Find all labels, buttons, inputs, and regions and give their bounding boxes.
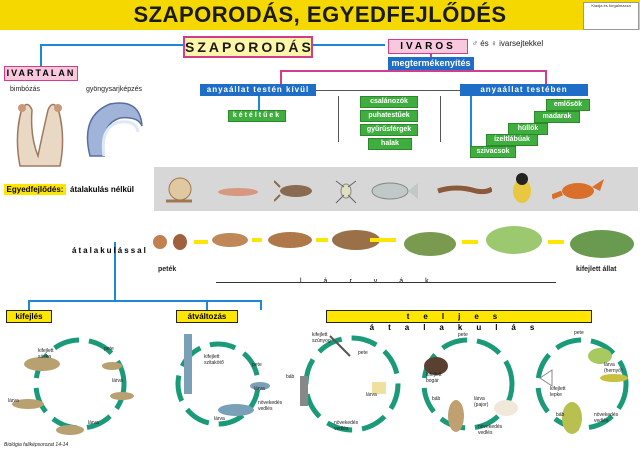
group-halak: halak (368, 138, 412, 150)
connector-line (40, 44, 183, 46)
szaporodas-box: SZAPORODÁS (183, 36, 313, 58)
belul-box: anyaállat testében (460, 84, 588, 96)
c2-l1-label: lárva (254, 386, 265, 392)
sponge-illustration (86, 102, 143, 157)
hydra-illustration (16, 103, 64, 167)
c2-l2-label: lárva (214, 416, 225, 422)
c4-adult-label: kifejlett bogár (426, 372, 442, 384)
larvak-label: lárvák (300, 278, 451, 285)
bimbozas-label: bimbózás (10, 86, 40, 93)
connector-line (338, 96, 339, 142)
c5-egg-label: pete (574, 330, 584, 336)
group-emlosok: emlősök (546, 99, 590, 111)
c4-growth-label: növekedés vedlés (478, 424, 503, 436)
sexual-note: ♂ és ♀ ivarsejtekkel (472, 39, 544, 48)
c2-growth-label: növekedés vedlés (258, 400, 283, 412)
connector-line (545, 70, 547, 84)
life-cycle-diagrams (12, 334, 629, 435)
snail-illustration (166, 177, 192, 203)
c1-l1-label: lárva (112, 378, 123, 384)
fish-illustration (371, 182, 418, 200)
c2-adult-label: kifejlett szitakötő (204, 354, 224, 366)
c5-larva-label: lárva (hernyó) (604, 362, 623, 374)
kivul-box: anyaállat testén kívül (200, 84, 316, 96)
direct-development-strip (154, 167, 638, 211)
c5-adult-label: kifejlett lepke (550, 386, 566, 398)
ivaros-box: IVAROS (388, 39, 468, 54)
egyed-sub-label: átalakulás nélkül (70, 185, 135, 194)
connector-line (280, 70, 282, 84)
c3-bab-label: báb (286, 374, 295, 380)
kifejlett-allat-label: kifejlett állat (576, 266, 617, 273)
ivartalan-box: IVARTALAN (4, 66, 78, 81)
atvaltozas-label: átváltozás (176, 310, 238, 323)
bird-illustration (513, 173, 531, 203)
footer-label: Biológia faliképsorozat 14-14 (4, 442, 69, 448)
c1-l2-label: lárva (88, 420, 99, 426)
kifejles-label: kifejlés (6, 310, 52, 323)
c2-egg-label: pete (252, 362, 262, 368)
c5-growth-label: növekedés vedlés (594, 412, 619, 424)
fox-illustration (552, 179, 604, 200)
connector-line (114, 242, 116, 300)
connector-line (28, 300, 260, 302)
publisher-label: Kiadja és forgalmazza (591, 3, 631, 8)
c3-larva-label: lárva (366, 392, 377, 398)
c3-growth-label: növekedés vedlés (334, 420, 359, 432)
crayfish-illustration (274, 180, 312, 202)
connector-line (309, 44, 385, 46)
group-csalanozok: csalánozók (360, 96, 418, 108)
title-bar (0, 0, 640, 30)
c3-adult-label: kifejlett szúnyog (312, 332, 331, 344)
egyedfejlodes-label: Egyedfejlődés: (4, 184, 66, 195)
connector-line (40, 44, 42, 66)
connector-line (260, 300, 262, 310)
teljes-atalakulas-label: teljes átalakulás (326, 310, 592, 332)
group-ketelutuek: kétéltűek (228, 110, 286, 122)
frog-metamorphosis (153, 226, 634, 258)
connector-line (206, 300, 208, 310)
connector-line (258, 96, 260, 112)
page-title: SZAPORODÁS, EGYEDFEJLŐDÉS (133, 2, 507, 27)
c5-bab-label: báb (556, 412, 565, 418)
group-madarak: madarak (534, 111, 580, 123)
connector-line (280, 70, 545, 72)
newt-illustration (437, 185, 492, 195)
c4-egg-label: pete (458, 332, 468, 338)
group-puhatestuek: puhatestűek (360, 110, 418, 122)
gyongysarj-label: gyöngysarjképzés (86, 86, 143, 93)
c1-adult-label: kifejlett sáska (38, 348, 54, 360)
spider-illustration (335, 180, 357, 204)
connector-line (430, 53, 432, 57)
publisher-logo: Kiadja és forgalmazza (583, 2, 639, 30)
megtermekenyites-box: megtermékenyítés (388, 57, 474, 70)
earthworm-illustration (218, 188, 258, 196)
connector-line (28, 300, 30, 310)
group-szivacsok: szivacsok (470, 146, 516, 158)
connector-line (316, 90, 460, 91)
group-izeltlabuak: ízeltlábúak (486, 134, 538, 146)
atalakulassal-label: átalakulással (72, 246, 148, 255)
petek-label: peték (158, 266, 177, 273)
c4-larva-label: lárva (pajor) (474, 396, 489, 408)
connector-line (440, 96, 441, 142)
larva-range-line (216, 282, 556, 283)
group-gyurusfergek: gyűrűsférgek (360, 124, 418, 136)
c1-l3-label: lárva (8, 398, 19, 404)
connector-line (470, 96, 472, 148)
c1-egg-label: pete (104, 346, 114, 352)
c3-egg-label: pete (358, 350, 368, 356)
c4-bab-label: báb (432, 396, 441, 402)
